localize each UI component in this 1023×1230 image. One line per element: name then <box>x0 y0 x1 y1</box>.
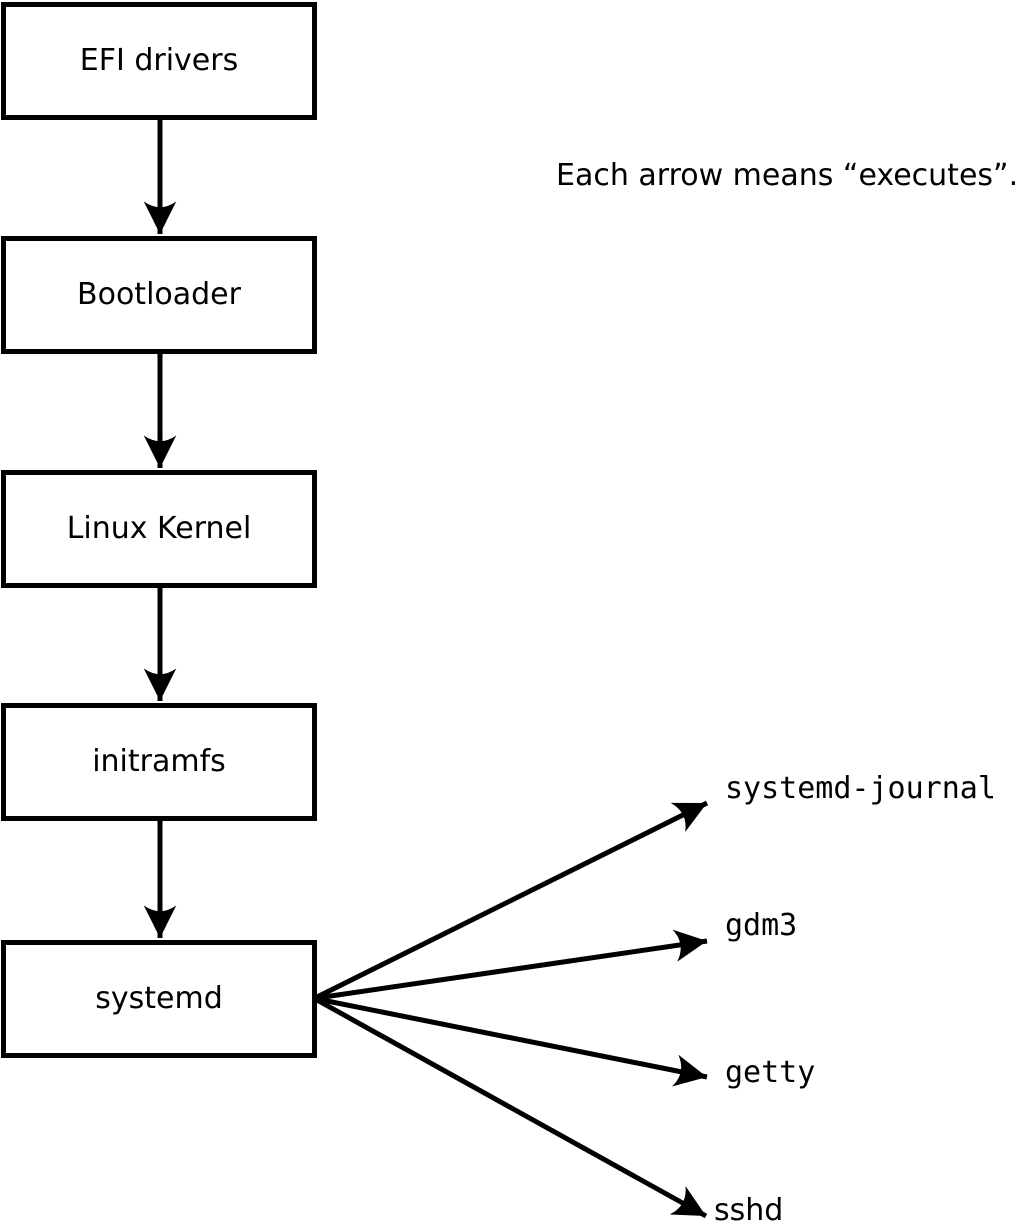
node-linux-kernel-label: Linux Kernel <box>66 511 252 546</box>
node-systemd-label: systemd <box>95 981 223 1016</box>
arrow-systemd-to-getty <box>316 996 708 1087</box>
annotation-arrow-meaning: Each arrow means “executes”. <box>556 158 1019 193</box>
arrow-systemd-to-systemd-journal <box>315 800 709 1000</box>
node-initramfs: initramfs <box>1 703 317 821</box>
arrow-systemd-to-sshd <box>315 997 708 1219</box>
node-initramfs-label: initramfs <box>92 744 226 779</box>
node-bootloader-label: Bootloader <box>77 277 241 312</box>
target-label-sshd: sshd <box>714 1193 784 1228</box>
node-efi-drivers: EFI drivers <box>1 2 317 120</box>
node-linux-kernel: Linux Kernel <box>1 470 317 588</box>
node-efi-drivers-label: EFI drivers <box>79 43 239 78</box>
node-bootloader: Bootloader <box>1 236 317 354</box>
node-systemd: systemd <box>1 940 317 1058</box>
target-label-systemd-journal: systemd-journal <box>725 771 996 806</box>
target-label-gdm3: gdm3 <box>725 908 798 943</box>
arrow-systemd-to-gdm3 <box>316 929 708 1001</box>
target-label-getty: getty <box>725 1055 816 1090</box>
